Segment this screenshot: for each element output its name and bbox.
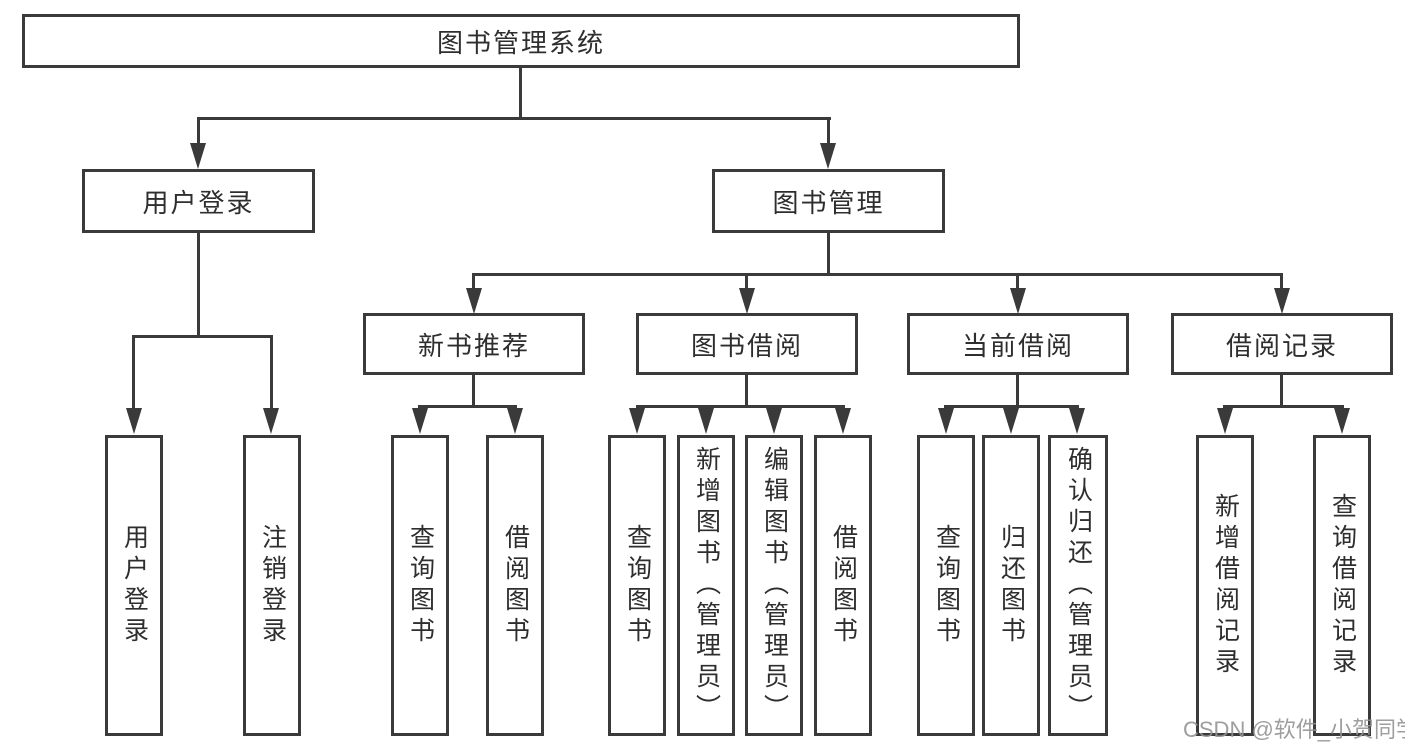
arrow-leaf-current-2 [1003, 408, 1019, 434]
leaf-current-confirm-return-admin: 确认归还（管理员） [1048, 435, 1108, 736]
node-section-records: 借阅记录 [1171, 313, 1393, 375]
node-section-recommend: 新书推荐 [363, 313, 585, 375]
leaf-borrow-add-books-admin-label: 新增图书（管理员） [692, 446, 721, 725]
arrow-leaf-borrow-4 [835, 408, 851, 434]
leaf-recommend-query-books-label: 查询图书 [406, 523, 435, 648]
connector-borrow-stem [745, 375, 748, 408]
node-section-records-label: 借阅记录 [1225, 330, 1338, 361]
arrow-section-borrow [739, 288, 755, 314]
connector-mgmt-drop-1 [472, 273, 475, 290]
arrow-leaf-borrow-3 [766, 408, 782, 434]
arrow-leaf-records-1 [1217, 408, 1233, 434]
arrow-leaf-login-2 [263, 408, 279, 434]
connector-recommend-rail [418, 405, 517, 408]
connector-login-stem [197, 233, 200, 338]
leaf-recommend-borrow-books-label: 借阅图书 [501, 523, 530, 648]
leaf-records-add-record: 新增借阅记录 [1196, 435, 1254, 736]
leaf-recommend-query-books: 查询图书 [391, 435, 449, 736]
connector-root-stem [519, 68, 522, 120]
leaf-current-return-books-label: 归还图书 [997, 523, 1026, 648]
leaf-recommend-borrow-books: 借阅图书 [486, 435, 544, 736]
node-section-current-label: 当前借阅 [961, 330, 1074, 361]
arrow-section-records [1274, 288, 1290, 314]
leaf-borrow-query-books: 查询图书 [608, 435, 666, 736]
arrow-section-current [1010, 288, 1026, 314]
connector-mgmt-drop-4 [1280, 273, 1283, 290]
arrow-leaf-borrow-1 [629, 408, 645, 434]
connector-records-rail [1223, 405, 1344, 408]
connector-mgmt-drop-2 [745, 273, 748, 290]
leaf-current-return-books: 归还图书 [982, 435, 1040, 736]
connector-drop-book-mgmt [827, 117, 830, 147]
leaf-borrow-edit-books-admin-label: 编辑图书（管理员） [760, 446, 789, 725]
connector-recommend-stem [472, 375, 475, 408]
node-book-mgmt: 图书管理 [712, 169, 945, 233]
arrow-section-recommend [466, 288, 482, 314]
leaf-user-login: 用户登录 [105, 435, 163, 736]
arrow-leaf-login-1 [126, 408, 142, 434]
arrow-user-login [190, 143, 206, 169]
leaf-logout: 注销登录 [243, 435, 301, 736]
connector-mgmt-rail [473, 273, 1283, 276]
node-book-mgmt-label: 图书管理 [772, 187, 885, 218]
leaf-borrow-borrow-books-label: 借阅图书 [829, 523, 858, 648]
leaf-current-confirm-return-admin-label: 确认归还（管理员） [1064, 446, 1093, 725]
leaf-user-login-label: 用户登录 [120, 523, 149, 648]
connector-login-rail [132, 335, 273, 338]
connector-drop-user-login [197, 117, 200, 147]
arrow-leaf-recommend-1 [412, 408, 428, 434]
arrow-book-mgmt [820, 143, 836, 169]
connector-login-drop-2 [270, 335, 273, 409]
leaf-current-query-books-label: 查询图书 [932, 523, 961, 648]
leaf-borrow-query-books-label: 查询图书 [623, 523, 652, 648]
connector-borrow-rail [636, 405, 845, 408]
node-section-current: 当前借阅 [907, 313, 1129, 375]
arrow-leaf-borrow-2 [698, 408, 714, 434]
node-section-borrow: 图书借阅 [636, 313, 858, 375]
leaf-records-query-record: 查询借阅记录 [1313, 435, 1371, 736]
leaf-current-query-books: 查询图书 [917, 435, 975, 736]
csdn-watermark: CSDN @软件_小贺同学 [1183, 717, 1405, 742]
connector-records-stem [1280, 375, 1283, 408]
leaf-borrow-edit-books-admin: 编辑图书（管理员） [745, 435, 803, 736]
connector-login-drop-1 [132, 335, 135, 409]
node-root: 图书管理系统 [22, 14, 1020, 68]
connector-root-rail [197, 117, 831, 120]
connector-current-stem [1016, 375, 1019, 408]
node-section-borrow-label: 图书借阅 [690, 330, 803, 361]
connector-mgmt-stem [827, 233, 830, 276]
leaf-borrow-borrow-books: 借阅图书 [814, 435, 872, 736]
arrow-leaf-records-2 [1334, 408, 1350, 434]
connector-mgmt-drop-3 [1016, 273, 1019, 290]
arrow-leaf-current-1 [938, 408, 954, 434]
node-root-label: 图书管理系统 [436, 27, 605, 58]
arrow-leaf-current-3 [1069, 408, 1085, 434]
arrow-leaf-recommend-2 [507, 408, 523, 434]
connector-current-rail [944, 405, 1079, 408]
leaf-records-add-record-label: 新增借阅记录 [1211, 492, 1240, 679]
leaf-logout-label: 注销登录 [258, 523, 287, 648]
leaf-borrow-add-books-admin: 新增图书（管理员） [677, 435, 735, 736]
leaf-records-query-record-label: 查询借阅记录 [1328, 492, 1357, 679]
node-section-recommend-label: 新书推荐 [417, 330, 530, 361]
node-user-login: 用户登录 [82, 169, 315, 233]
node-user-login-label: 用户登录 [142, 187, 255, 218]
